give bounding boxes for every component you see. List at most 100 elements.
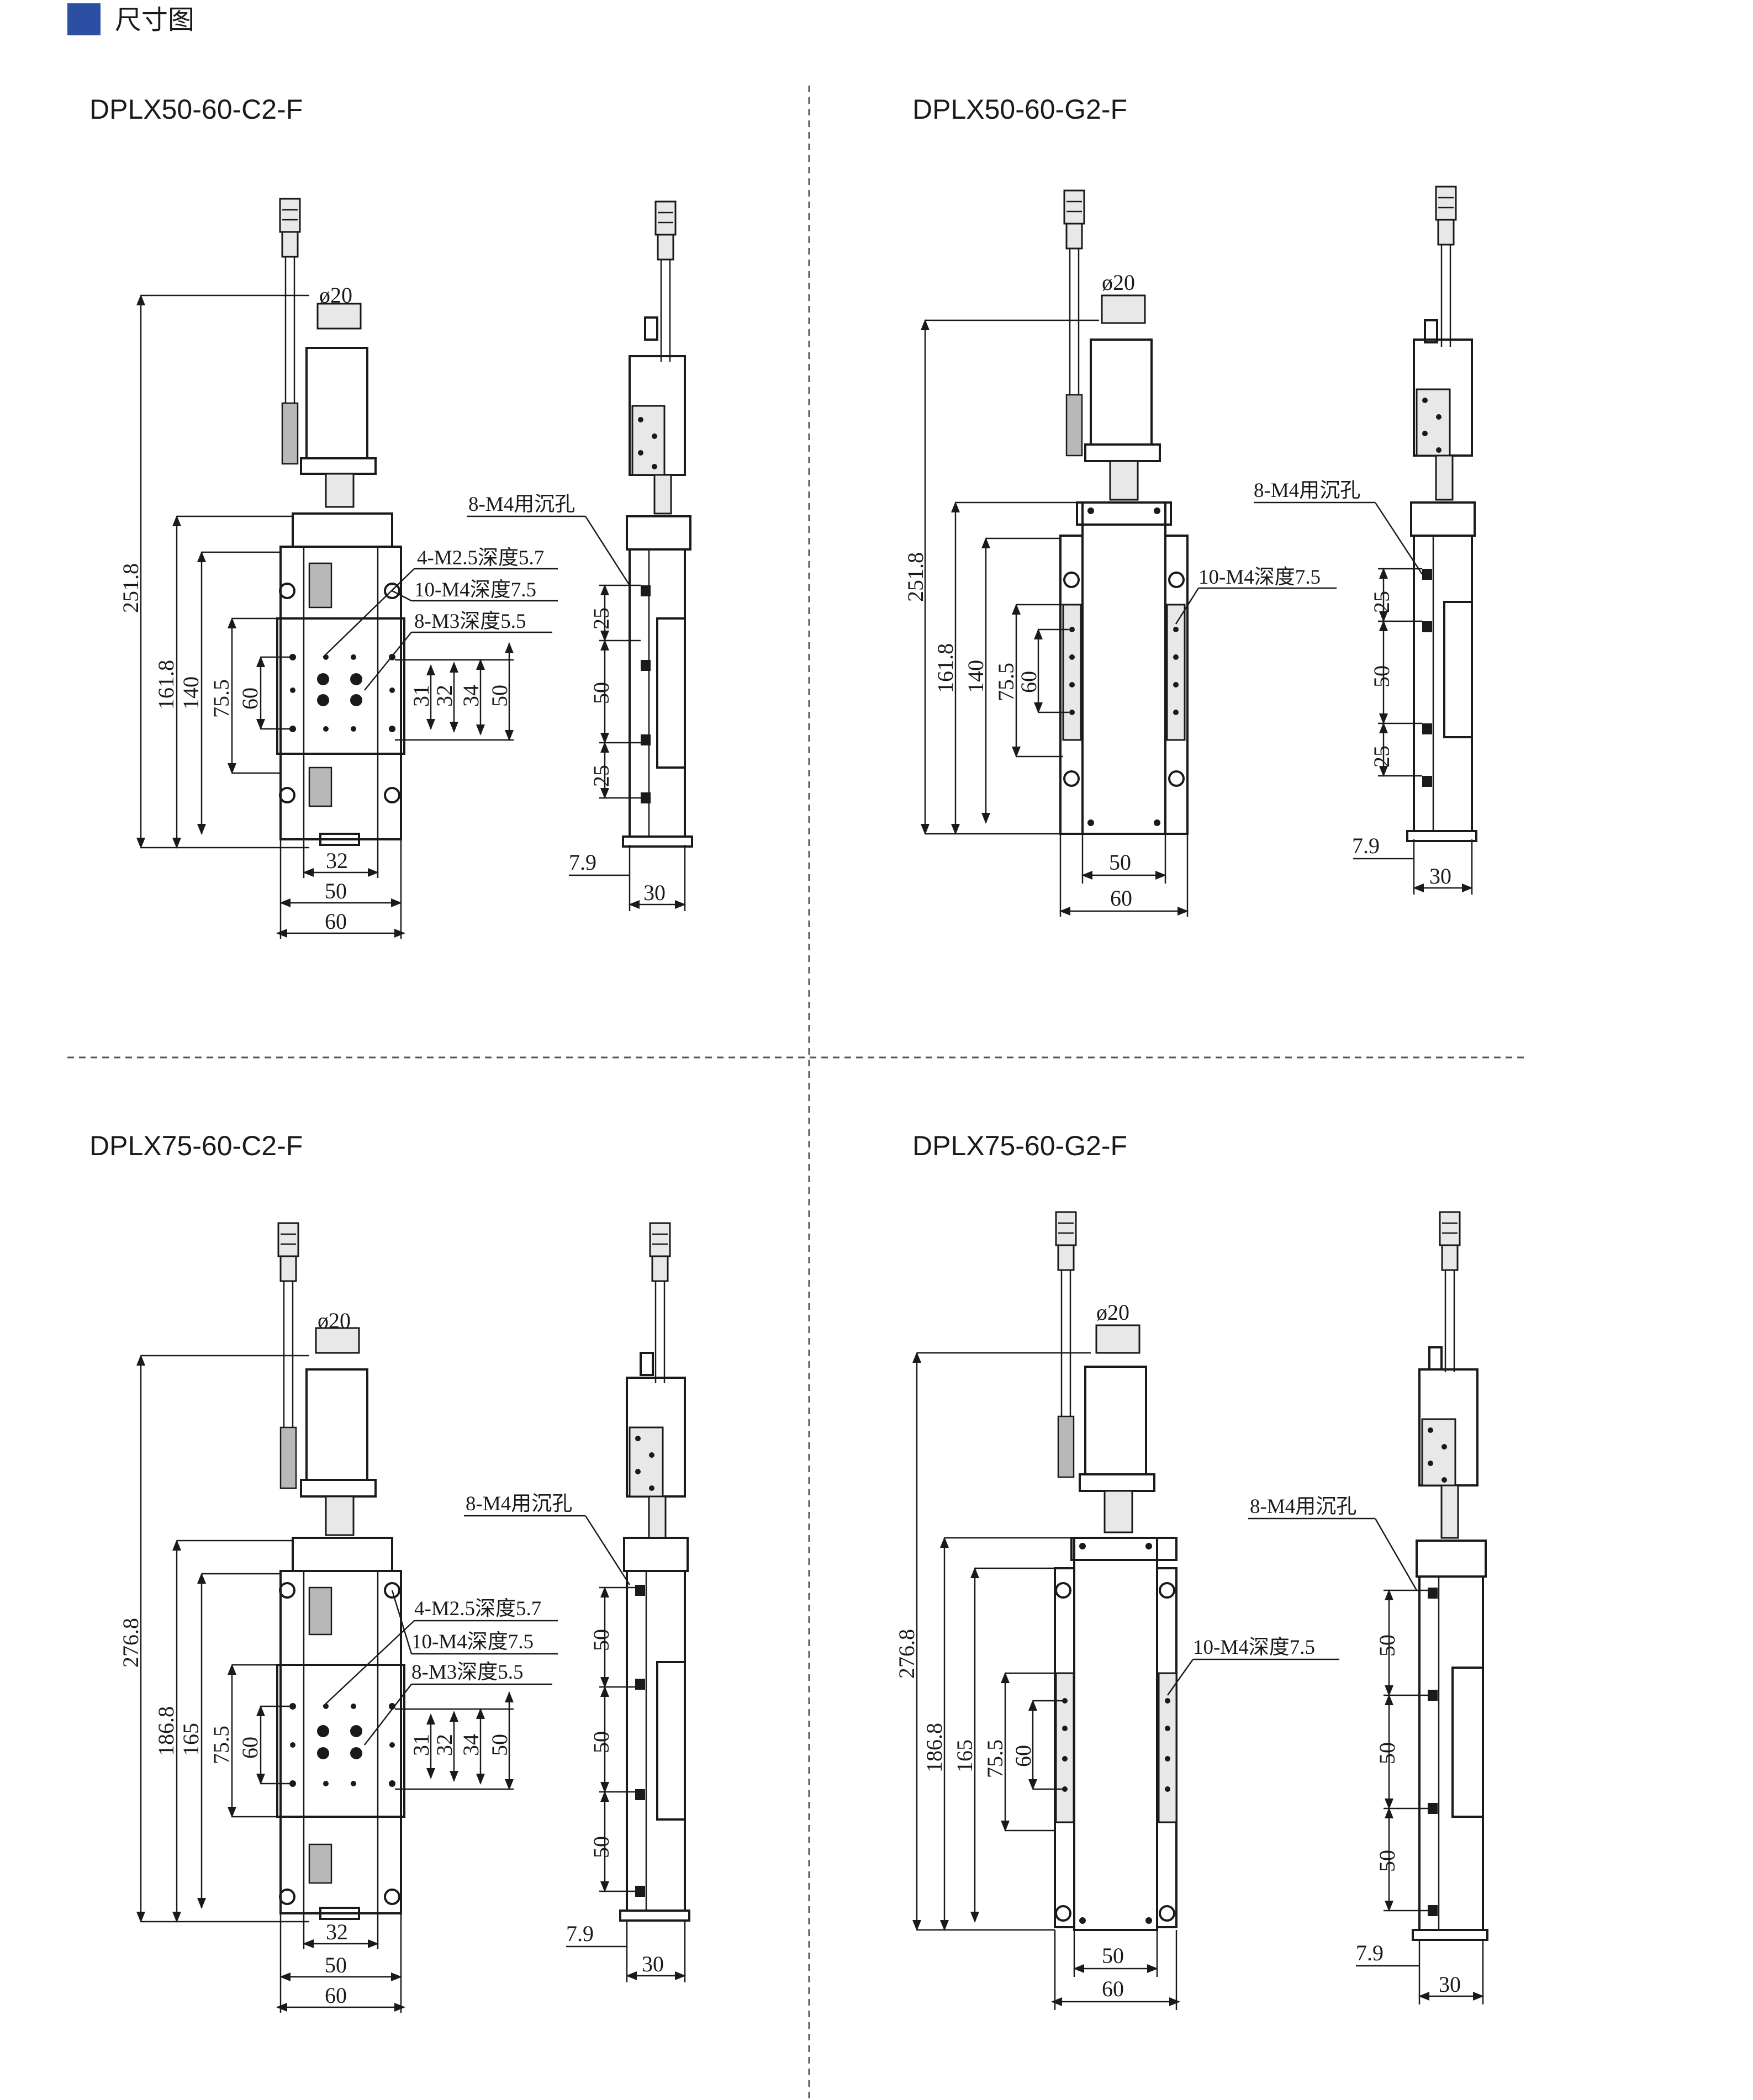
dim-width-outer: 60 bbox=[1110, 886, 1132, 911]
dim-diameter: ø20 bbox=[318, 1308, 351, 1333]
note-m4: 10-M4深度7.5 bbox=[414, 578, 536, 601]
dim-width-mid: 50 bbox=[1109, 850, 1131, 875]
note-counterbore: 8-M4用沉孔 bbox=[1250, 1495, 1356, 1518]
dim-side-2: 50 bbox=[1369, 665, 1394, 687]
width-dimensions: 50 60 bbox=[1059, 834, 1189, 917]
callouts: 10-M4深度7.5 8-M4用沉孔 bbox=[1166, 1495, 1418, 1696]
dim-height-plate: 75.5 bbox=[994, 663, 1018, 701]
dim-height-total: 251.8 bbox=[118, 563, 143, 613]
dim-height-body: 161.8 bbox=[154, 660, 178, 710]
note-m4: 10-M4深度7.5 bbox=[411, 1630, 534, 1653]
note-m25: 4-M2.5深度5.7 bbox=[417, 546, 544, 569]
note-m3: 8-M3深度5.5 bbox=[411, 1660, 523, 1684]
note-counterbore: 8-M4用沉孔 bbox=[1254, 479, 1360, 502]
dim-width-inner: 32 bbox=[326, 848, 348, 873]
dim-height-body: 161.8 bbox=[933, 643, 958, 693]
dim-height-holes: 60 bbox=[237, 687, 262, 710]
dim-side-width: 30 bbox=[1439, 1972, 1461, 1997]
dim-side-offset: 7.9 bbox=[1356, 1940, 1384, 1965]
side-dimensions: 25 50 25 7.9 30 bbox=[1352, 568, 1473, 895]
dim-side-offset: 7.9 bbox=[1352, 833, 1380, 858]
height-dimensions: 276.8 186.8 165 75.5 60 bbox=[118, 1355, 309, 1923]
front-view bbox=[1059, 189, 1189, 835]
dim-width-inner: 32 bbox=[326, 1919, 348, 1944]
callouts: 4-M2.5深度5.7 10-M4深度7.5 8-M3深度5.5 8-M4用沉孔 bbox=[323, 1493, 631, 1745]
width-dimensions: 32 50 60 bbox=[276, 1913, 405, 2013]
panel-dplx75-g2: DPLX75-60-G2-F bbox=[894, 1130, 1488, 2010]
dim-width-mid: 50 bbox=[325, 1953, 347, 1977]
panel-dplx75-c2: DPLX75-60-C2-F bbox=[89, 1130, 690, 2013]
dim-height-total: 276.8 bbox=[894, 1629, 919, 1679]
side-dimensions: 25 50 25 7.9 30 bbox=[569, 584, 686, 911]
dim-r2: 32 bbox=[432, 685, 457, 707]
side-view bbox=[1412, 1211, 1488, 1941]
dim-side-3: 50 bbox=[589, 1836, 614, 1858]
width-dimensions: 50 60 bbox=[1051, 1930, 1180, 2010]
dim-height-body: 186.8 bbox=[154, 1706, 178, 1756]
front-view bbox=[276, 1222, 405, 1920]
note-counterbore: 8-M4用沉孔 bbox=[466, 1493, 572, 1515]
dim-side-1: 50 bbox=[589, 1629, 614, 1651]
model-title: DPLX75-60-C2-F bbox=[89, 1130, 303, 1161]
dim-side-width: 30 bbox=[643, 880, 666, 905]
panel-dplx50-c2: DPLX50-60-C2-F bbox=[89, 94, 693, 939]
dim-side-1: 25 bbox=[1369, 591, 1394, 613]
model-title: DPLX50-60-C2-F bbox=[89, 94, 303, 125]
note-m4: 10-M4深度7.5 bbox=[1193, 1636, 1315, 1659]
note-m3: 8-M3深度5.5 bbox=[414, 610, 526, 633]
dim-side-3: 25 bbox=[1369, 745, 1394, 768]
dim-height-holes: 60 bbox=[1011, 1745, 1036, 1767]
dim-side-offset: 7.9 bbox=[569, 850, 596, 875]
plate-dimensions: 31 32 34 50 bbox=[395, 642, 514, 741]
front-view bbox=[276, 198, 405, 846]
section-marker bbox=[67, 3, 101, 35]
model-title: DPLX50-60-G2-F bbox=[912, 94, 1127, 125]
dim-side-width: 30 bbox=[642, 1951, 664, 1976]
dim-r4: 50 bbox=[487, 1734, 512, 1756]
height-dimensions: 251.8 161.8 140 75.5 60 bbox=[903, 319, 1099, 835]
dim-height-rail: 165 bbox=[178, 1723, 203, 1756]
dim-height-plate: 75.5 bbox=[983, 1739, 1007, 1778]
dim-height-rail: 165 bbox=[952, 1739, 977, 1773]
height-dimensions: 276.8 186.8 165 75.5 60 bbox=[894, 1352, 1091, 1931]
note-m4: 10-M4深度7.5 bbox=[1198, 565, 1321, 589]
dim-r4: 50 bbox=[487, 685, 512, 707]
side-dimensions: 50 50 50 7.9 30 bbox=[1356, 1589, 1484, 2004]
dim-width-outer: 60 bbox=[325, 909, 347, 934]
callouts: 10-M4深度7.5 8-M4用沉孔 bbox=[1175, 479, 1423, 625]
side-view bbox=[619, 1222, 690, 1922]
note-counterbore: 8-M4用沉孔 bbox=[468, 493, 575, 516]
side-view bbox=[622, 200, 693, 848]
dim-height-rail: 140 bbox=[178, 676, 203, 710]
dim-height-body: 186.8 bbox=[922, 1723, 947, 1773]
dim-width-outer: 60 bbox=[1102, 1976, 1124, 2001]
dim-width-outer: 60 bbox=[325, 1983, 347, 2008]
dim-height-plate: 75.5 bbox=[209, 1726, 234, 1764]
dim-r2: 32 bbox=[432, 1734, 457, 1756]
dim-side-2: 50 bbox=[589, 682, 614, 704]
dim-side-3: 50 bbox=[1375, 1850, 1400, 1872]
model-title: DPLX75-60-G2-F bbox=[912, 1130, 1127, 1161]
dim-r3: 34 bbox=[458, 1734, 483, 1756]
dim-r1: 31 bbox=[409, 685, 434, 707]
dim-height-holes: 60 bbox=[237, 1737, 262, 1759]
note-m25: 4-M2.5深度5.7 bbox=[414, 1597, 541, 1620]
dim-diameter: ø20 bbox=[1096, 1300, 1129, 1325]
front-view bbox=[1054, 1211, 1178, 1931]
width-dimensions: 32 50 60 bbox=[276, 839, 405, 939]
side-view bbox=[1406, 186, 1477, 842]
dim-side-width: 30 bbox=[1429, 864, 1451, 888]
dim-height-holes: 60 bbox=[1016, 671, 1041, 693]
dim-width-mid: 50 bbox=[325, 879, 347, 903]
plate-dimensions: 31 32 34 50 bbox=[395, 1691, 514, 1790]
height-dimensions: 251.8 161.8 140 75.5 60 bbox=[118, 294, 309, 849]
dim-height-plate: 75.5 bbox=[209, 679, 234, 718]
dim-r3: 34 bbox=[458, 685, 483, 707]
dim-side-3: 25 bbox=[589, 765, 614, 787]
callouts: 4-M2.5深度5.7 10-M4深度7.5 8-M3深度5.5 8-M4用沉孔 bbox=[323, 493, 631, 691]
dim-height-rail: 140 bbox=[963, 660, 988, 693]
dim-side-2: 50 bbox=[589, 1731, 614, 1753]
dim-diameter: ø20 bbox=[319, 283, 352, 308]
side-dimensions: 50 50 50 7.9 30 bbox=[566, 1586, 686, 1982]
